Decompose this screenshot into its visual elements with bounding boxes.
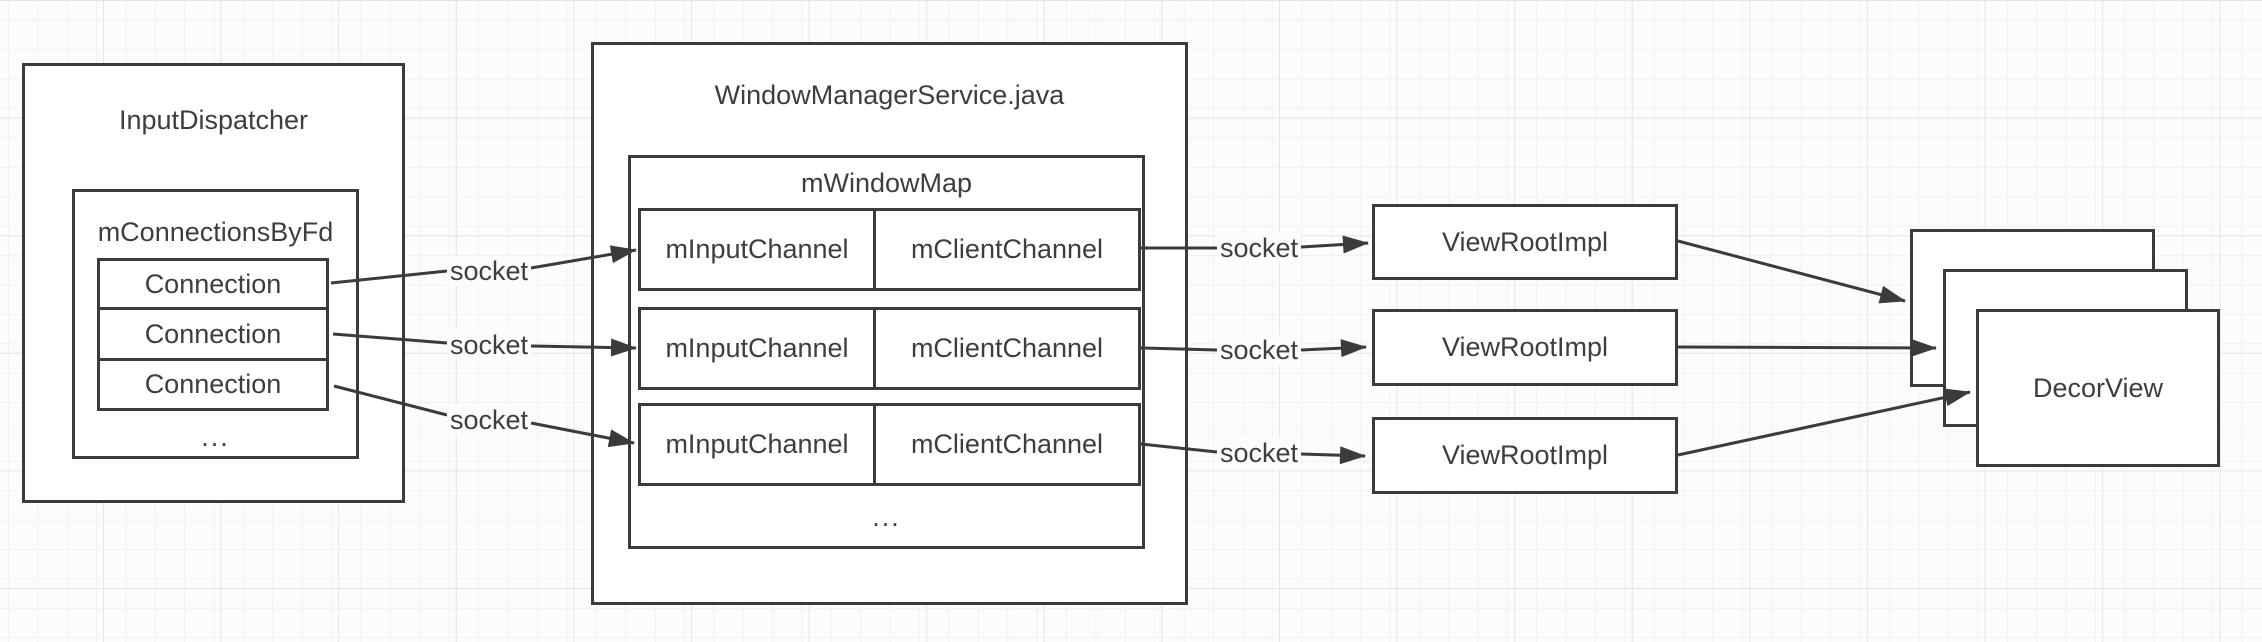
- decor-view-label: DecorView: [2032, 372, 2164, 403]
- window-map-title: mWindowMap: [800, 168, 973, 198]
- view-root-impl-label: ViewRootImpl: [1441, 332, 1609, 362]
- connection-label: Connection: [144, 268, 282, 299]
- socket-label-left-3: socket: [446, 405, 532, 435]
- socket-label-right-1: socket: [1216, 233, 1302, 263]
- client-channel-cell: mClientChannel: [910, 429, 1104, 459]
- connections-ellipsis: ...: [201, 422, 230, 452]
- client-channel-cell: mClientChannel: [910, 333, 1104, 363]
- client-channel-cell: mClientChannel: [910, 234, 1104, 264]
- channel-row-1: mInputChannel mClientChannel: [638, 208, 1141, 291]
- socket-label-left-1: socket: [446, 256, 532, 286]
- arrow-view-root2-decor-view: [1677, 338, 1937, 357]
- connection-row-3: Connection: [97, 358, 329, 411]
- connection-label: Connection: [144, 318, 282, 349]
- input-channel-cell: mInputChannel: [641, 310, 876, 387]
- arrow-socket-view-root1: [1300, 235, 1369, 254]
- view-root-impl-label: ViewRootImpl: [1441, 440, 1609, 470]
- connection-label: Connection: [144, 369, 282, 399]
- connection-row-1: Connection: [97, 258, 329, 310]
- input-channel-cell: mInputChannel: [641, 406, 876, 483]
- input-channel-cell: mInputChannel: [641, 211, 876, 288]
- connection-row-2: Connection: [97, 307, 329, 361]
- view-root-impl-box-1: ViewRootImpl: [1372, 204, 1678, 280]
- socket-label-left-2: socket: [446, 330, 532, 360]
- arrow-view-root1-decor-view: [1677, 239, 1906, 304]
- view-root-impl-box-2: ViewRootImpl: [1372, 309, 1678, 386]
- input-dispatcher-title: InputDispatcher: [118, 105, 309, 135]
- arrow-socket-view-root3: [1300, 446, 1366, 465]
- socket-label-right-2: socket: [1216, 335, 1302, 365]
- view-root-impl-label: ViewRootImpl: [1441, 226, 1609, 257]
- decor-view-card-front: DecorView: [1976, 309, 2220, 467]
- socket-label-right-3: socket: [1216, 438, 1302, 468]
- window-manager-service-title: WindowManagerService.java: [714, 80, 1065, 110]
- arrow-socket-view-root2: [1300, 339, 1367, 358]
- channel-row-2: mInputChannel mClientChannel: [638, 307, 1141, 390]
- channel-row-3: mInputChannel mClientChannel: [638, 403, 1141, 486]
- view-root-impl-box-3: ViewRootImpl: [1372, 417, 1678, 494]
- connections-by-fd-title: mConnectionsByFd: [97, 217, 334, 247]
- arrow-view-root3-decor-view: [1677, 388, 1971, 457]
- window-map-ellipsis: ...: [872, 502, 901, 532]
